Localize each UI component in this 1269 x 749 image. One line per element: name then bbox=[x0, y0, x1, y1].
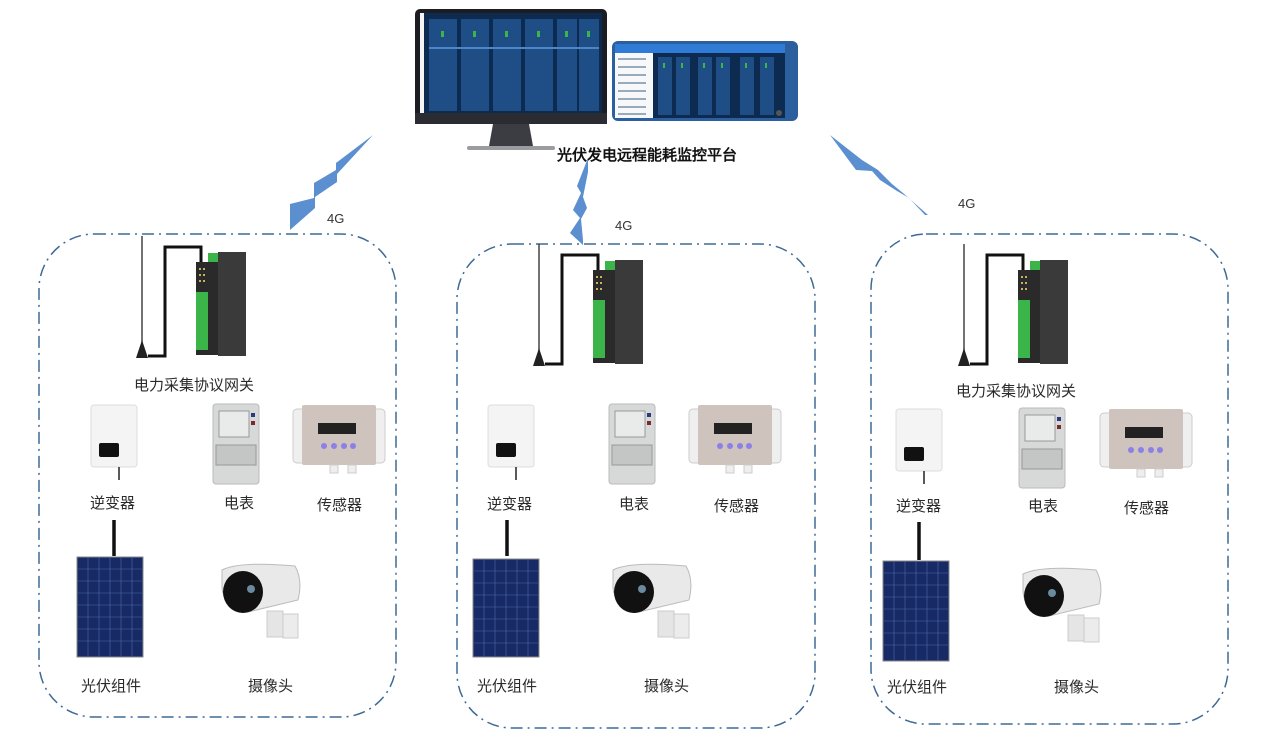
site-border-2 bbox=[456, 243, 816, 729]
site-border-3 bbox=[870, 233, 1229, 725]
gateway-label: 电力采集协议网关 bbox=[956, 382, 1077, 400]
site-3-devices bbox=[882, 244, 1193, 662]
phone-icon bbox=[612, 41, 798, 121]
camera-label: 摄像头 bbox=[1054, 678, 1100, 696]
site-1-devices bbox=[76, 236, 386, 658]
sensor-icon bbox=[688, 405, 782, 474]
sensor-label: 传感器 bbox=[317, 496, 363, 514]
inverter-icon bbox=[90, 404, 138, 556]
sensor-icon bbox=[1099, 409, 1193, 478]
link-label-1: 4G bbox=[327, 211, 345, 226]
meter-icon bbox=[608, 403, 656, 485]
gateway-icon bbox=[533, 244, 643, 366]
meter-icon bbox=[212, 403, 260, 485]
meter-label: 电表 bbox=[619, 495, 650, 513]
gateway-icon bbox=[958, 244, 1068, 366]
monitor-icon bbox=[415, 9, 607, 154]
pv-panel-icon bbox=[76, 556, 144, 658]
pv-label: 光伏组件 bbox=[887, 678, 948, 696]
camera-icon bbox=[1022, 567, 1102, 643]
pv-label: 光伏组件 bbox=[477, 677, 538, 695]
meter-label: 电表 bbox=[1028, 497, 1059, 515]
phone-graphic bbox=[612, 41, 798, 121]
sensor-icon bbox=[292, 405, 386, 474]
camera-label: 摄像头 bbox=[248, 677, 294, 695]
platform-title: 光伏发电远程能耗监控平台 bbox=[557, 146, 738, 164]
camera-label: 摄像头 bbox=[644, 677, 690, 695]
monitor-graphic bbox=[415, 9, 607, 150]
inverter-icon bbox=[487, 404, 535, 556]
meter-icon bbox=[1018, 407, 1066, 489]
inverter-icon bbox=[895, 408, 943, 560]
sensor-label: 传感器 bbox=[1124, 499, 1170, 517]
meter-label: 电表 bbox=[224, 494, 255, 512]
inverter-label: 逆变器 bbox=[487, 495, 533, 513]
lightning-bolt-icon-2 bbox=[570, 158, 588, 245]
inverter-label: 逆变器 bbox=[896, 497, 942, 515]
gateway-icon bbox=[136, 236, 246, 358]
camera-icon bbox=[612, 563, 692, 639]
site-2-devices bbox=[472, 244, 782, 658]
gateway-label: 电力采集协议网关 bbox=[134, 376, 255, 394]
sensor-label: 传感器 bbox=[714, 497, 760, 515]
lightning-bolt-icon-1 bbox=[290, 135, 373, 230]
pv-panel-icon bbox=[882, 560, 950, 662]
lightning-bolt-icon-3 bbox=[830, 135, 928, 215]
link-label-2: 4G bbox=[615, 218, 633, 233]
inverter-label: 逆变器 bbox=[90, 494, 136, 512]
pv-panel-icon bbox=[472, 558, 540, 658]
camera-icon bbox=[221, 563, 301, 639]
site-border-1 bbox=[38, 233, 397, 718]
pv-label: 光伏组件 bbox=[81, 677, 142, 695]
link-label-3: 4G bbox=[958, 196, 976, 211]
